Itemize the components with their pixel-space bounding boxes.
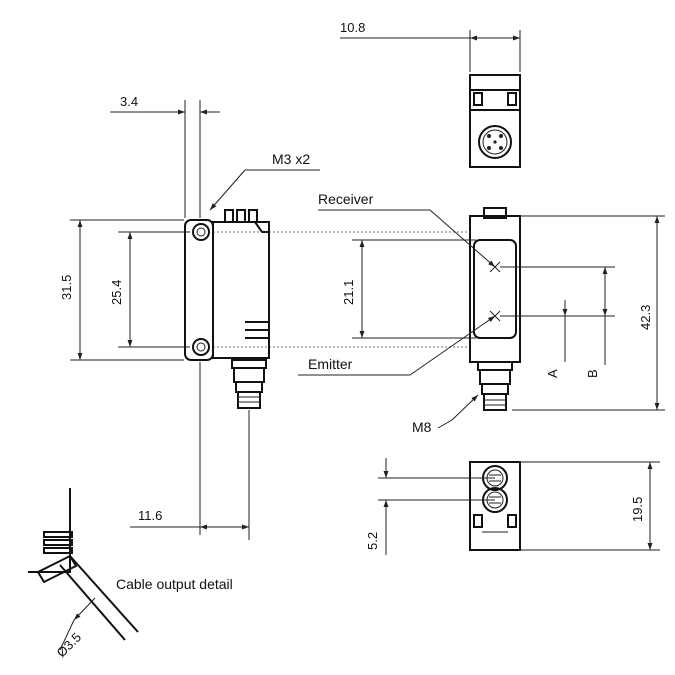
- dim-dia-3-5: Ø3.5: [54, 630, 85, 661]
- label-receiver: Receiver: [318, 191, 374, 207]
- label-m8: M8: [412, 419, 432, 435]
- dim-B: B: [585, 369, 600, 378]
- cable-detail: Ø3.5 Cable output detail: [28, 488, 233, 660]
- dim-21-1: 21.1: [341, 280, 356, 305]
- top-view: 10.8: [340, 20, 521, 168]
- dim-A: A: [545, 369, 560, 378]
- dim-19-5: 19.5: [630, 497, 645, 522]
- label-emitter: Emitter: [308, 356, 353, 372]
- dim-31-5: 31.5: [59, 275, 74, 300]
- front-view: 21.1 Receiver Emitter M8 A B 42.3: [213, 191, 665, 435]
- label-m3: M3 x2: [272, 151, 310, 167]
- dim-3-4: 3.4: [120, 94, 138, 109]
- label-cable-detail: Cable output detail: [116, 576, 233, 592]
- dim-10-8: 10.8: [340, 20, 365, 35]
- dim-42-3: 42.3: [638, 305, 653, 330]
- dim-11-6: 11.6: [138, 508, 162, 523]
- bottom-view: 5.2 19.5: [365, 458, 660, 555]
- side-view: 3.4 M3 x2 31.5 25.4 11.6: [59, 94, 320, 540]
- dim-5-2: 5.2: [365, 532, 380, 550]
- dim-25-4: 25.4: [109, 280, 124, 305]
